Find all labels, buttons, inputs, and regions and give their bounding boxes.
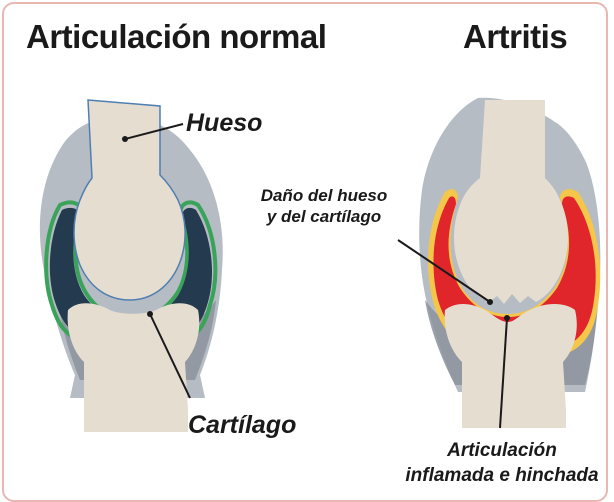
label-bone: Hueso xyxy=(186,109,262,137)
inflamed-label-line xyxy=(499,317,508,429)
label-damage-line2: y del cartílago xyxy=(266,207,381,226)
joint-comparison-diagram: Hueso Cartílago Daño del hueso y del car… xyxy=(39,97,601,486)
cartilage-label-line xyxy=(149,313,191,399)
normal-joint-illustration xyxy=(39,99,223,432)
label-damage-line1: Daño del hueso xyxy=(261,186,388,205)
label-inflamed-line2: inflamada e hinchada xyxy=(405,465,599,486)
bone-label-line xyxy=(124,123,184,140)
arthritis-bone-bottom xyxy=(444,304,577,428)
label-inflamed-line1: Articulación xyxy=(446,440,557,461)
damage-label-dot xyxy=(487,299,493,305)
label-cartilage: Cartílago xyxy=(188,411,296,439)
normal-bone-bottom xyxy=(67,303,200,432)
arthritis-joint-illustration xyxy=(397,97,601,429)
arthritis-bone-top xyxy=(454,100,568,304)
title-arthritis: Artritis xyxy=(463,18,568,55)
normal-bone-top xyxy=(73,99,186,301)
damage-label-line xyxy=(397,239,491,303)
title-normal-joint: Articulación normal xyxy=(26,18,327,55)
